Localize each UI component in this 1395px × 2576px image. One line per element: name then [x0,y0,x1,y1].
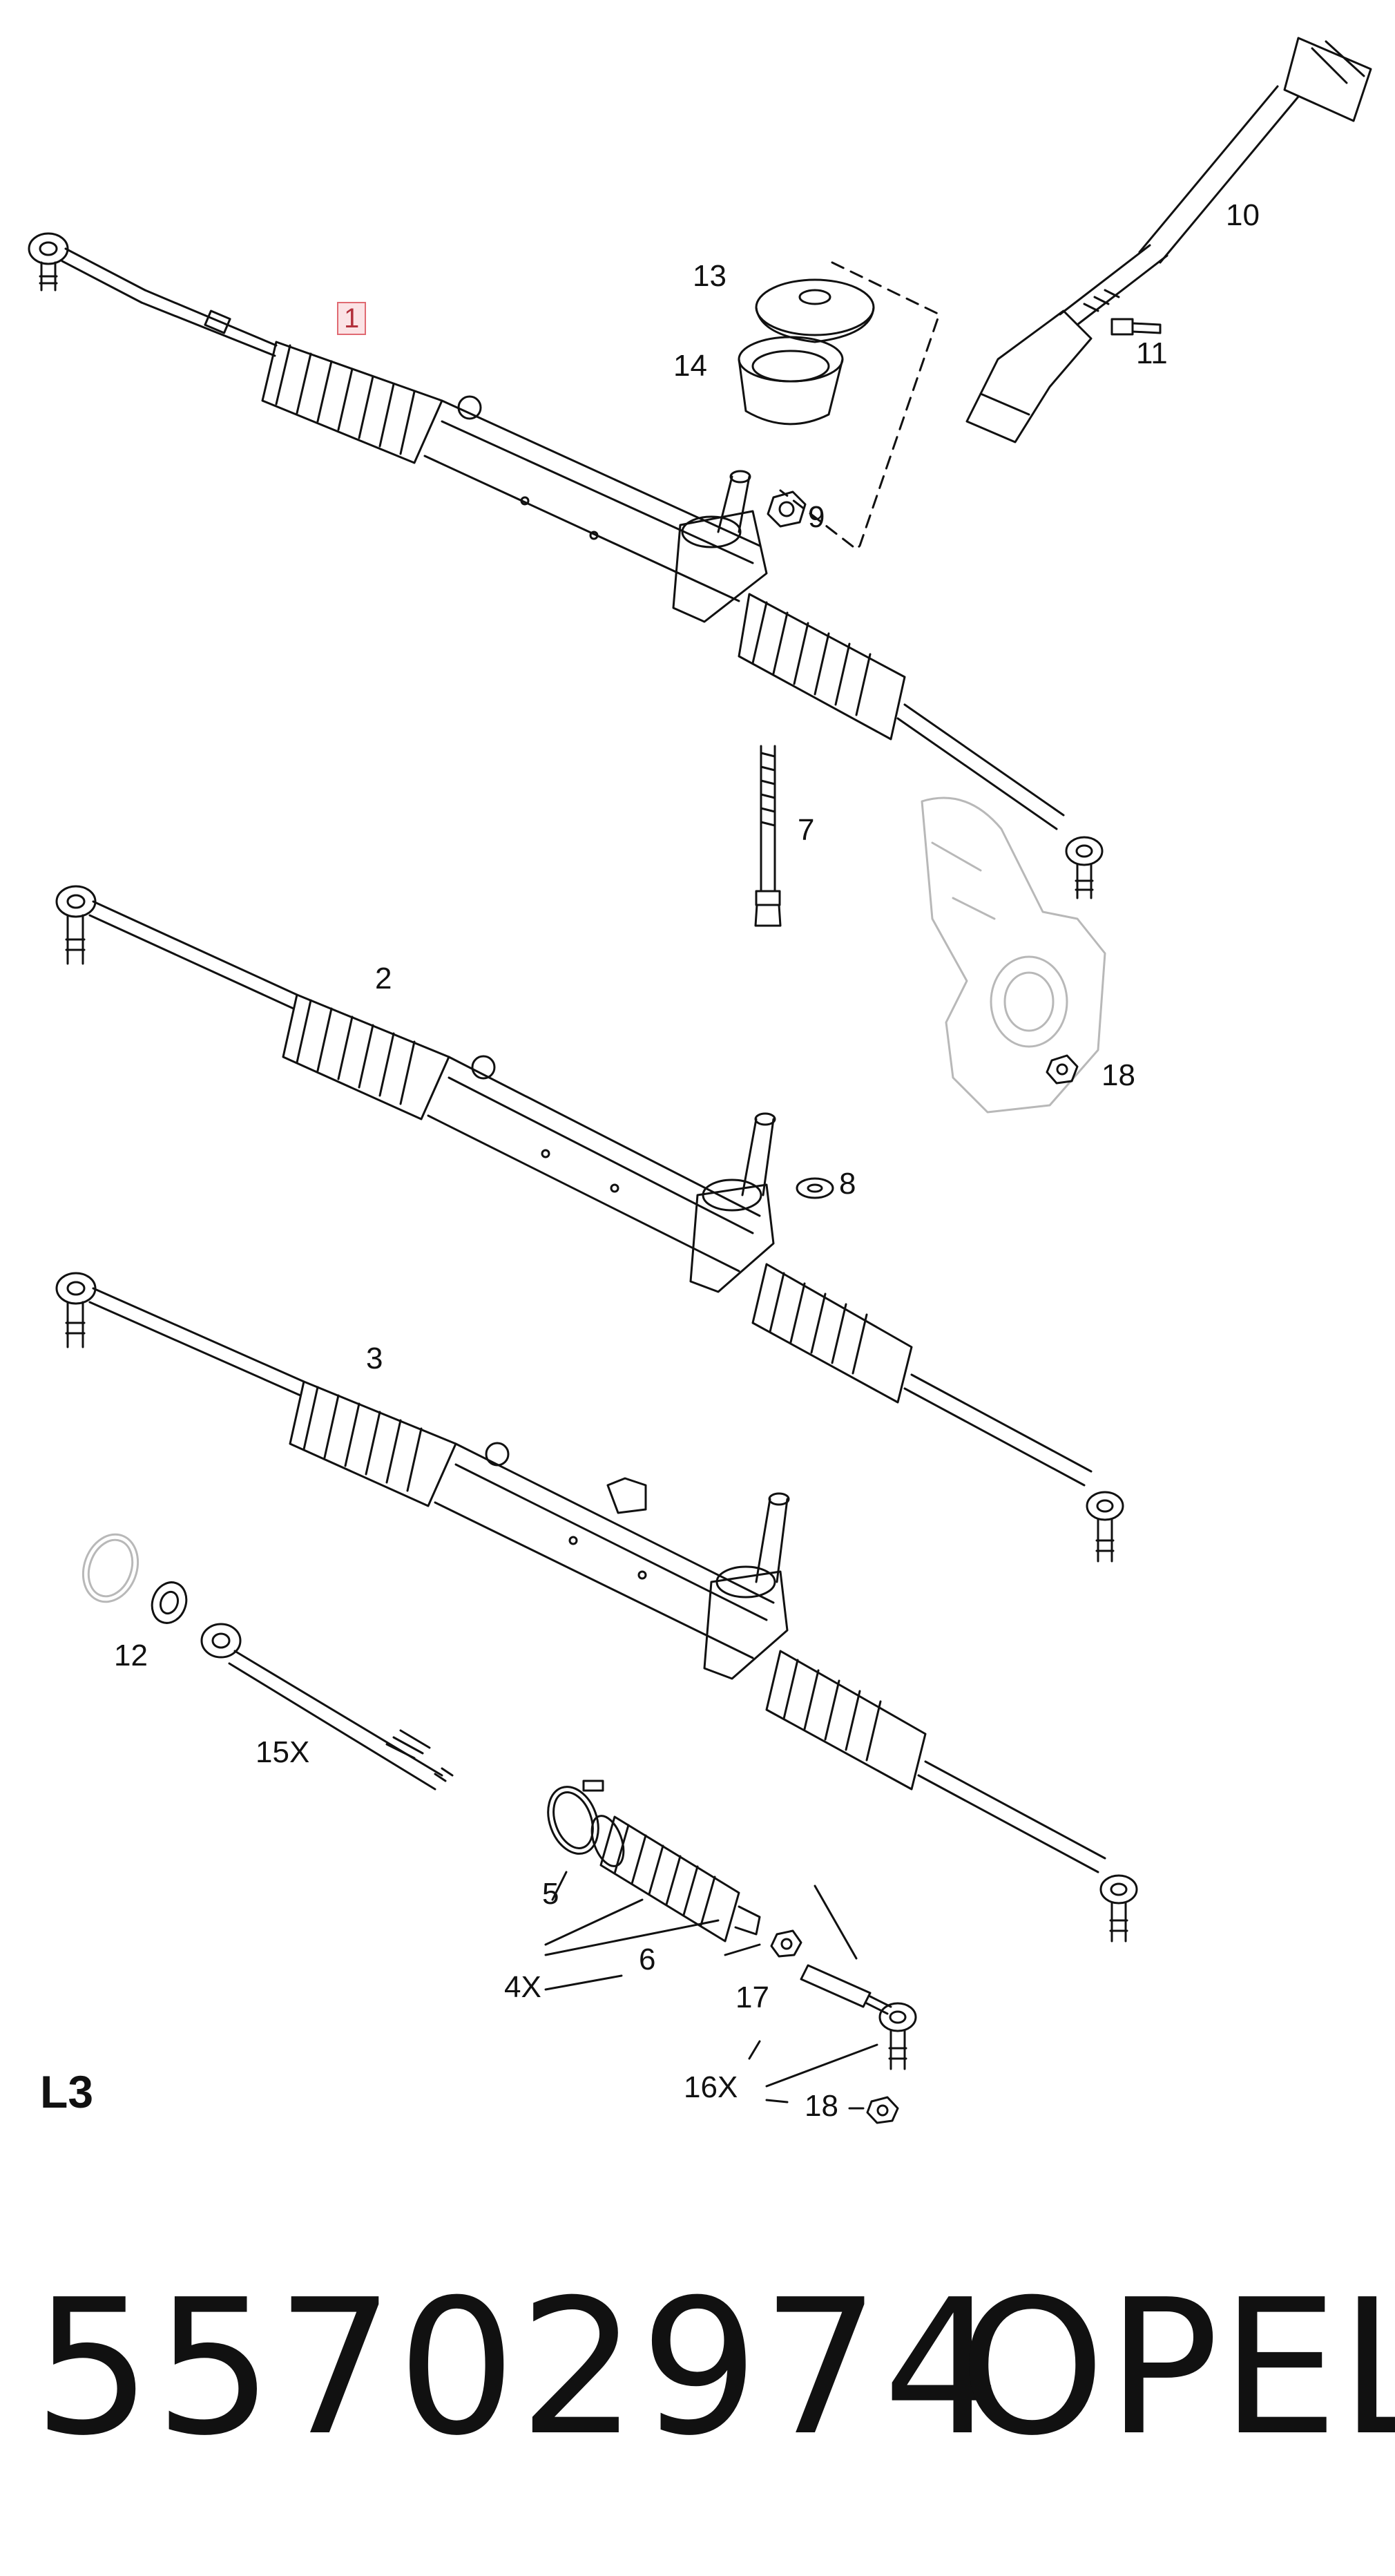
clamp-5 [547,1780,604,1855]
inner-tie-rod-15x [200,1623,454,1791]
callout-15x: 15X [256,1735,310,1769]
bellows-boot-left-2 [282,993,450,1120]
bolt-11 [1110,318,1162,336]
callout-17: 17 [735,1981,769,2014]
steering-shaft-10 [965,37,1372,443]
bellows-boot-right-1 [738,593,906,741]
callout-9: 9 [808,500,825,534]
callout-1: 1 [337,302,367,335]
callout-7: 7 [798,813,815,847]
dust-cover-13 [755,278,875,343]
bellows-boot-right-2 [751,1263,913,1404]
steering-rack-1 [28,232,1104,899]
nut-9 [767,490,807,528]
leader-lines [544,1871,878,2110]
bellows-boot-left-1 [261,341,443,464]
callout-12: 12 [114,1639,148,1672]
long-bolt-7 [754,745,782,927]
steering-knuckle [921,796,1106,1114]
nut-18-upper [1046,1054,1079,1085]
seal-ring-12 [151,1581,188,1624]
tie-rod-end-right-2 [1086,1491,1124,1563]
steering-rack-3 [55,1272,1138,1943]
section-code: L3 [40,2066,94,2117]
o-ring-12 [81,1533,140,1603]
nut-18-lower [866,2096,899,2124]
dashed-link-bracket [779,261,941,551]
steering-rack-2 [55,885,1124,1563]
seal-14 [738,336,844,426]
callout-4x: 4X [504,1970,541,2004]
tie-rod-end-left-1 [28,232,146,304]
brand-name: OPEL [959,2259,1395,2477]
callout-16x: 16X [684,2070,738,2104]
part-number: 55702974 [33,2259,1005,2477]
nut-17 [770,1929,802,1958]
callout-18-upper: 18 [1101,1058,1135,1092]
tie-rod-end-left-3 [55,1272,97,1348]
bellows-6 [590,1815,761,1943]
callout-3: 3 [366,1342,383,1375]
callout-2: 2 [375,962,392,995]
callout-10: 10 [1226,198,1260,232]
washer-8 [796,1177,834,1199]
callout-13: 13 [693,259,727,293]
callout-5: 5 [542,1877,559,1911]
tie-rod-end-16x [800,1964,917,2070]
callout-14: 14 [673,349,707,383]
callout-8: 8 [839,1167,856,1201]
tie-rod-end-right-3 [1099,1874,1138,1943]
bellows-boot-right-3 [765,1650,927,1791]
bellows-boot-left-3 [289,1380,457,1507]
callout-18-lower: 18 [805,2089,838,2123]
callout-11: 11 [1136,336,1168,370]
callout-6: 6 [639,1943,656,1976]
tie-rod-end-right-1 [1065,836,1104,899]
tie-rod-end-left-2 [55,885,97,965]
